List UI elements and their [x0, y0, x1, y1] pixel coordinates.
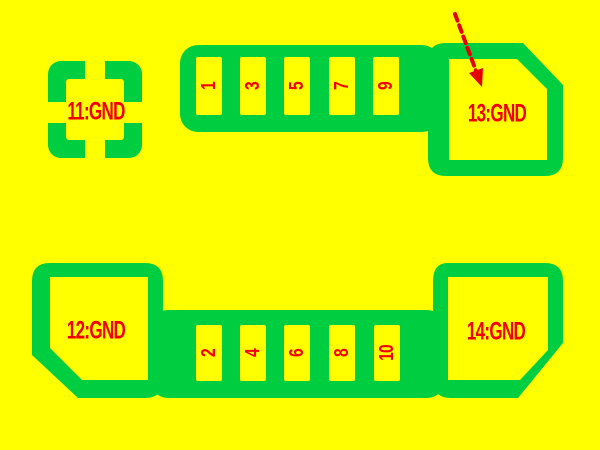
gnd-pad-14-label: 14:GND [466, 317, 526, 346]
pin-label-4: 4 [242, 349, 264, 357]
pin-slot-7 [329, 57, 355, 115]
gnd-pad-13-interior [449, 59, 547, 160]
pin-slot-9 [373, 57, 399, 115]
pin-label-3: 3 [242, 82, 264, 90]
pin-slot-2 [196, 325, 222, 381]
pin-label-6: 6 [286, 349, 308, 357]
pin-label-10: 10 [376, 345, 398, 361]
pin-slot-4 [240, 325, 266, 381]
pin-slot-8 [329, 325, 355, 381]
pin-slot-5 [284, 57, 310, 115]
gnd-pad-14-interior [448, 277, 548, 380]
pin-label-8: 8 [331, 349, 353, 357]
annotation-arrow [453, 12, 483, 87]
pin-label-2: 2 [198, 349, 220, 357]
gnd-pad-13-label: 13:GND [467, 99, 527, 128]
pin-label-1: 1 [198, 82, 220, 90]
pin-slot-1 [196, 57, 222, 115]
gnd-pad-11-horizontal-channel [42, 102, 148, 123]
pin-slot-3 [240, 57, 266, 115]
annotation-arrow-shaft [453, 12, 478, 73]
pin-label-5: 5 [286, 82, 308, 90]
pin-slot-10 [374, 325, 400, 381]
gnd-pad-11-label: 11:GND [67, 97, 125, 126]
pad-cutouts [42, 55, 548, 381]
gnd-pad-12-interior [50, 277, 148, 380]
annotation-arrow-head [469, 68, 483, 87]
pin-slot-6 [284, 325, 310, 381]
pin-label-9: 9 [375, 82, 397, 90]
pin-label-7: 7 [331, 82, 353, 90]
gnd-pad-12-label: 12:GND [66, 316, 126, 345]
